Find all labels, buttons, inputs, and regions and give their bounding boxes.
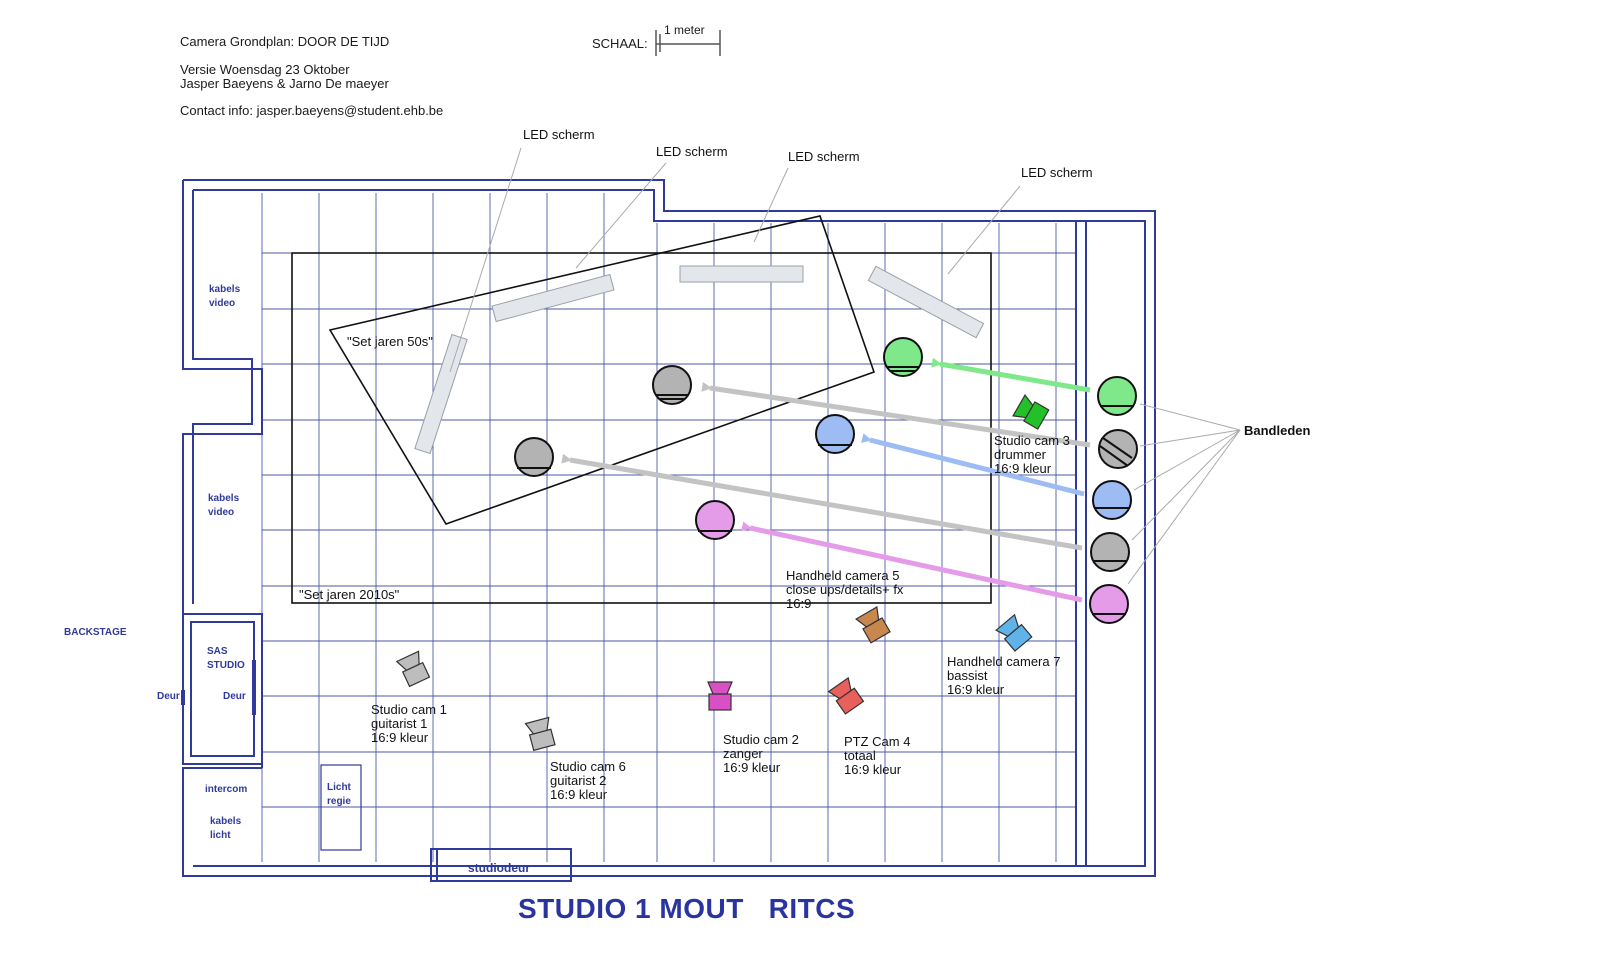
handheld-camera-5-icon — [855, 606, 891, 644]
set-50s-label: "Set jaren 50s" — [347, 334, 433, 349]
ptz-cam-4-icon — [827, 676, 865, 715]
arrow-pink — [741, 521, 1083, 603]
studio-cam-6-icon — [524, 716, 556, 752]
studio-name: STUDIO 1 MOUT RITCS — [518, 893, 856, 924]
arrow-blue — [861, 433, 1085, 497]
led-panel-right — [867, 265, 985, 339]
plan-contact: Contact info: jasper.baeyens@student.ehb… — [180, 103, 444, 118]
led-leader-lines — [449, 147, 1021, 373]
scale-label: SCHAAL: — [592, 36, 648, 51]
bandleden-leader-lines — [1127, 403, 1241, 585]
studiodeur-label: studiodeur — [468, 861, 530, 875]
arrow-green — [931, 357, 1091, 393]
set-2010s-label: "Set jaren 2010s" — [299, 587, 400, 602]
set-2010s-outline — [291, 252, 992, 604]
band-positions-wings — [1089, 376, 1138, 624]
studio-cam-2-icon — [707, 681, 733, 711]
led-label-3: LED scherm — [788, 149, 860, 164]
room-backstage: BACKSTAGE — [64, 627, 127, 638]
led-panel-center — [679, 265, 804, 283]
arrow-gray-drummer — [701, 381, 1091, 448]
bandleden-label: Bandleden — [1244, 423, 1311, 438]
scale-value: 1 meter — [664, 23, 705, 37]
studio-cam-1-icon — [395, 650, 431, 688]
scale-bar — [655, 30, 721, 56]
handheld-camera-7-icon — [995, 613, 1033, 652]
plan-title: Camera Grondplan: DOOR DE TIJD — [180, 34, 390, 49]
led-label-2: LED scherm — [656, 144, 728, 159]
set-50s-outline — [328, 215, 876, 525]
band-positions-stage — [514, 337, 923, 540]
band-member-gray-stage-a — [652, 365, 692, 405]
band-member-green — [1097, 376, 1137, 416]
plan-authors: Jasper Baeyens & Jarno De maeyer — [180, 76, 389, 91]
led-panel-left-vertical — [414, 333, 468, 455]
band-member-pink-stage — [695, 500, 735, 540]
band-member-gray-stage-b — [514, 437, 554, 477]
band-member-pink — [1089, 584, 1129, 624]
led-label-1: LED scherm — [523, 127, 595, 142]
band-member-gray-b — [1090, 532, 1130, 572]
position-arrows — [561, 357, 1091, 603]
plan-version: Versie Woensdag 23 Oktober — [180, 62, 350, 77]
led-panels — [414, 265, 985, 455]
band-member-green-stage — [883, 337, 923, 377]
led-panel-left — [491, 273, 615, 323]
studio-cam-3-icon — [1012, 394, 1050, 430]
band-member-gray-a — [1098, 429, 1138, 469]
door-outer-label: Deur — [157, 691, 180, 702]
room-intercom: intercom — [205, 784, 248, 795]
arrow-gray-guitar — [561, 453, 1083, 551]
camera-icons — [395, 394, 1050, 752]
led-label-4: LED scherm — [1021, 165, 1093, 180]
band-member-blue-stage — [815, 414, 855, 454]
band-member-blue — [1092, 480, 1132, 520]
studio-walls — [181, 179, 1156, 882]
door-inner-label: Deur — [223, 691, 246, 702]
